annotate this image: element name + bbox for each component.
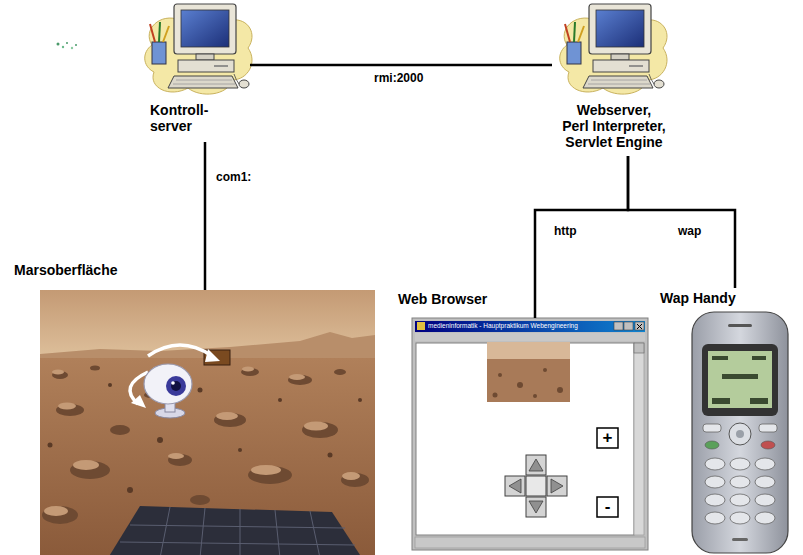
webcam — [130, 345, 230, 418]
node-label: Marsoberfläche — [14, 262, 154, 278]
connector-line — [204, 142, 207, 290]
node-label: Webserver, Perl Interpreter, Servlet Eng… — [562, 102, 666, 150]
node-text: + — [597, 428, 618, 448]
connection-label: wap — [676, 224, 703, 238]
connector-line — [628, 156, 735, 288]
computer-icon — [560, 4, 667, 94]
server-node: Kontroll- server — [142, 2, 250, 142]
mobile-phone — [692, 312, 788, 553]
node-label: Kontroll- server — [150, 102, 222, 134]
connector-line — [535, 156, 628, 318]
connection-label: http — [552, 224, 579, 238]
node-text: medieninformatik - Hauptpraktikum Webeng… — [428, 322, 604, 330]
sparkle — [57, 42, 78, 49]
node-label: Web Browser — [398, 291, 528, 307]
lander-panel — [108, 506, 362, 555]
connection-label: rmi:2000 — [372, 71, 425, 85]
node-label: Wap Handy — [660, 290, 785, 306]
connector-line — [250, 64, 552, 67]
computer-icon — [145, 4, 252, 94]
arrow-pad — [505, 455, 567, 517]
server-node: Webserver, Perl Interpreter, Servlet Eng… — [552, 2, 677, 156]
browser-node: Web Browsermedieninformatik - Hauptprakt… — [412, 318, 648, 550]
node-text: - — [597, 497, 618, 516]
phone-node: Wap Handy — [655, 288, 795, 555]
browser-window — [412, 318, 648, 550]
connection-label: com1: — [214, 170, 253, 184]
mars-surface-node: Marsoberfläche — [40, 290, 375, 555]
mars-surface-photo — [40, 290, 375, 555]
